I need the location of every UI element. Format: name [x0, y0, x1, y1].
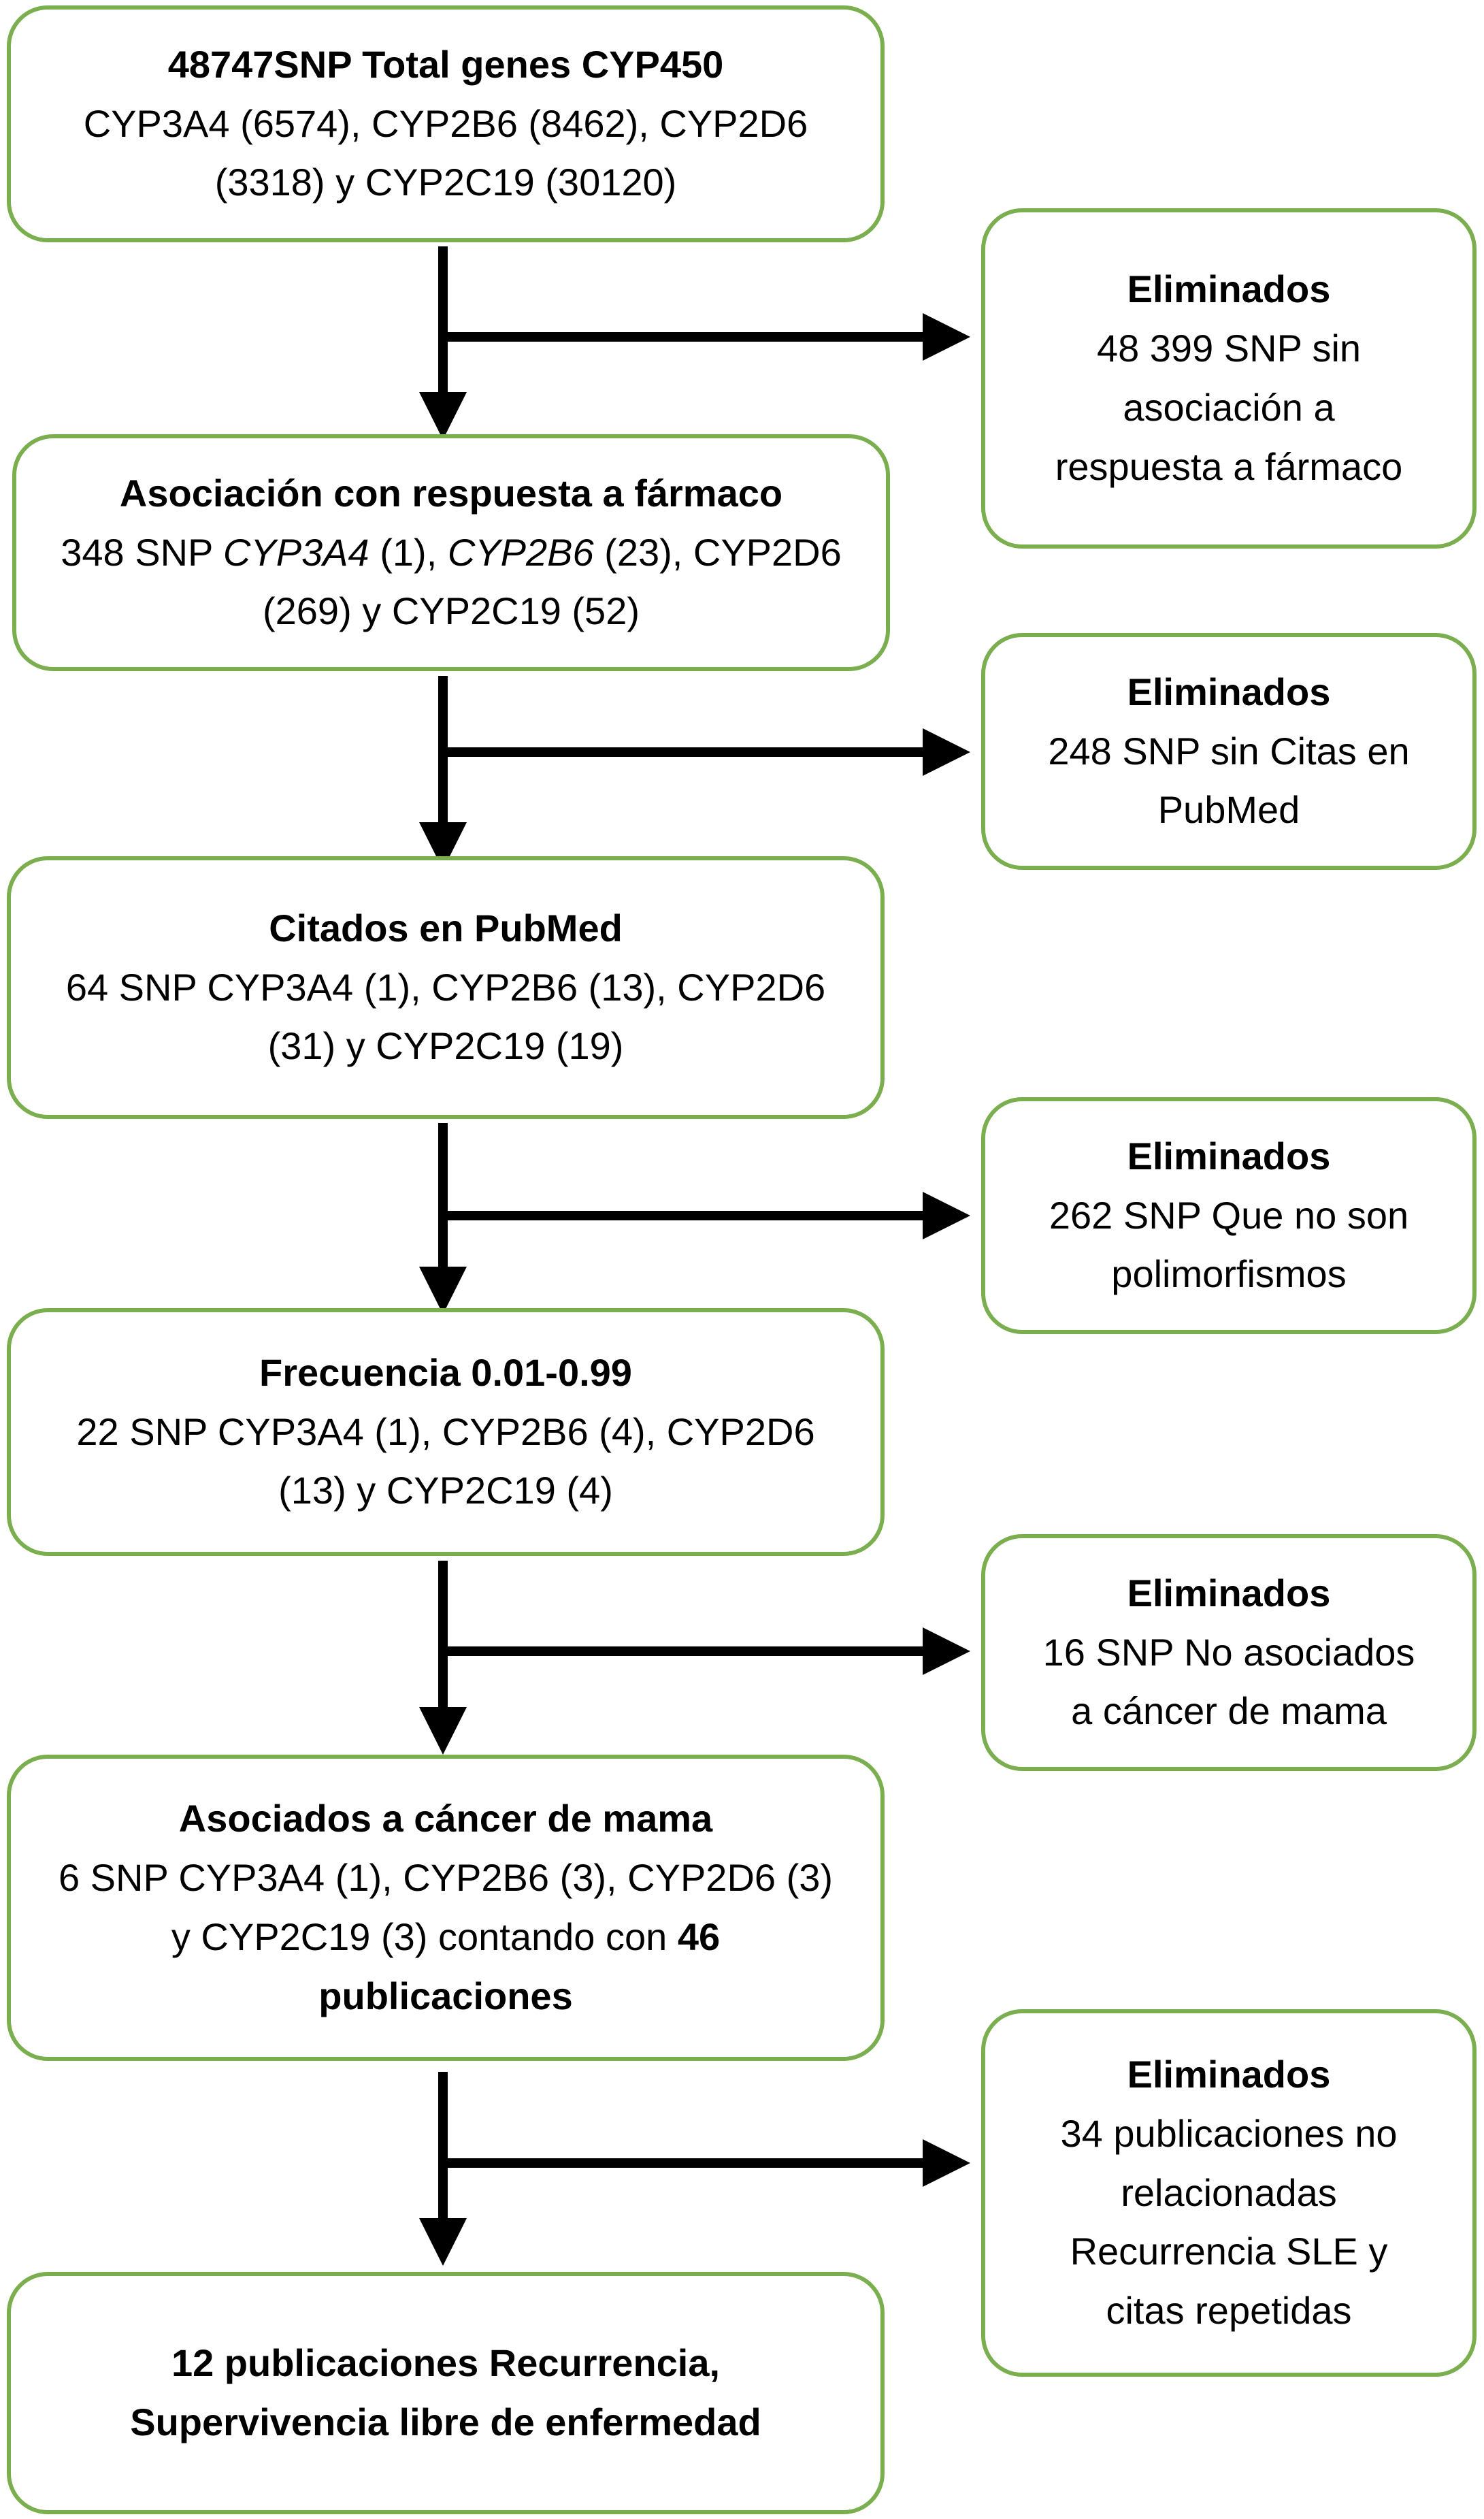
main-box-line: 22 SNP CYP3A4 (1), CYP2B6 (4), CYP2D6	[76, 1410, 815, 1453]
connector-4	[419, 1561, 970, 1755]
main-box-title: Asociación con respuesta a fármaco	[119, 471, 783, 515]
connector-1	[419, 246, 970, 440]
main-box-line: 6 SNP CYP3A4 (1), CYP2B6 (3), CYP2D6 (3)	[58, 1856, 834, 1900]
main-box-drug-response: Asociación con respuesta a fármaco 348 S…	[12, 434, 890, 671]
side-box-line: relacionadas	[1121, 2171, 1337, 2214]
main-box-breast-cancer: Asociados a cáncer de mama 6 SNP CYP3A4 …	[7, 1755, 885, 2061]
main-box-line: CYP3A4 (6574), CYP2B6 (8462), CYP2D6	[83, 101, 808, 145]
side-box-line: respuesta a fármaco	[1055, 444, 1403, 488]
connector-3	[419, 1123, 970, 1314]
main-box-frequency: Frecuencia 0.01-0.99 22 SNP CYP3A4 (1), …	[7, 1308, 885, 1556]
main-box-line: y CYP2C19 (3) contando con 46	[171, 1915, 721, 1958]
side-box-eliminated-4: Eliminados 16 SNP No asociados a cáncer …	[981, 1534, 1477, 1771]
side-box-eliminated-1: Eliminados 48 399 SNP sin asociación a r…	[981, 208, 1477, 549]
side-box-line: asociación a	[1123, 386, 1335, 429]
main-box-title: 48747SNP Total genes CYP450	[167, 42, 724, 86]
connector-5	[419, 2072, 970, 2266]
side-box-line: 248 SNP sin Citas en	[1048, 729, 1410, 773]
main-box-line: publicaciones	[318, 1974, 573, 2017]
side-box-title: Eliminados	[1127, 1134, 1331, 1177]
side-box-line: polimorfismos	[1111, 1252, 1347, 1296]
side-box-line: PubMed	[1157, 788, 1300, 832]
side-box-line: citas repetidas	[1106, 2289, 1352, 2333]
main-box-line: 64 SNP CYP3A4 (1), CYP2B6 (13), CYP2D6	[65, 965, 826, 1009]
main-box-title: Citados en PubMed	[269, 906, 623, 949]
side-box-line: 262 SNP Que no son	[1049, 1193, 1409, 1237]
main-box-line: (13) y CYP2C19 (4)	[278, 1469, 613, 1512]
side-box-line: Recurrencia SLE y	[1070, 2230, 1388, 2273]
main-box-title: Asociados a cáncer de mama	[178, 1797, 713, 1840]
main-box-pubmed: Citados en PubMed 64 SNP CYP3A4 (1), CYP…	[7, 856, 885, 1119]
main-box-line: Supervivencia libre de enfermedad	[130, 2401, 761, 2443]
main-box-title: 12 publicaciones Recurrencia,	[171, 2341, 721, 2385]
side-box-line: 34 publicaciones no	[1060, 2111, 1398, 2155]
main-box-line: 348 SNP CYP3A4 (1), CYP2B6 (23), CYP2D6	[61, 530, 842, 574]
side-box-title: Eliminados	[1127, 2053, 1331, 2096]
side-box-eliminated-2: Eliminados 248 SNP sin Citas en PubMed	[981, 633, 1477, 870]
side-box-line: 48 399 SNP sin	[1096, 327, 1362, 370]
main-box-line: (269) y CYP2C19 (52)	[262, 589, 640, 633]
side-box-eliminated-3: Eliminados 262 SNP Que no son polimorfis…	[981, 1097, 1477, 1334]
main-box-line: (31) y CYP2C19 (19)	[267, 1024, 624, 1068]
side-box-line: 16 SNP No asociados	[1042, 1630, 1415, 1674]
main-box-line: (3318) y CYP2C19 (30120)	[214, 161, 677, 204]
side-box-title: Eliminados	[1127, 1571, 1331, 1614]
main-box-title: Frecuencia 0.01-0.99	[259, 1350, 632, 1394]
side-box-title: Eliminados	[1127, 670, 1331, 713]
main-box-total-genes: 48747SNP Total genes CYP450 CYP3A4 (6574…	[7, 5, 885, 242]
main-box-final-publications: 12 publicaciones Recurrencia, Superviven…	[7, 2272, 885, 2514]
side-box-line: a cáncer de mama	[1071, 1689, 1387, 1733]
connector-2	[419, 676, 970, 870]
side-box-title: Eliminados	[1127, 267, 1331, 311]
side-box-eliminated-5: Eliminados 34 publicaciones no relaciona…	[981, 2009, 1477, 2377]
